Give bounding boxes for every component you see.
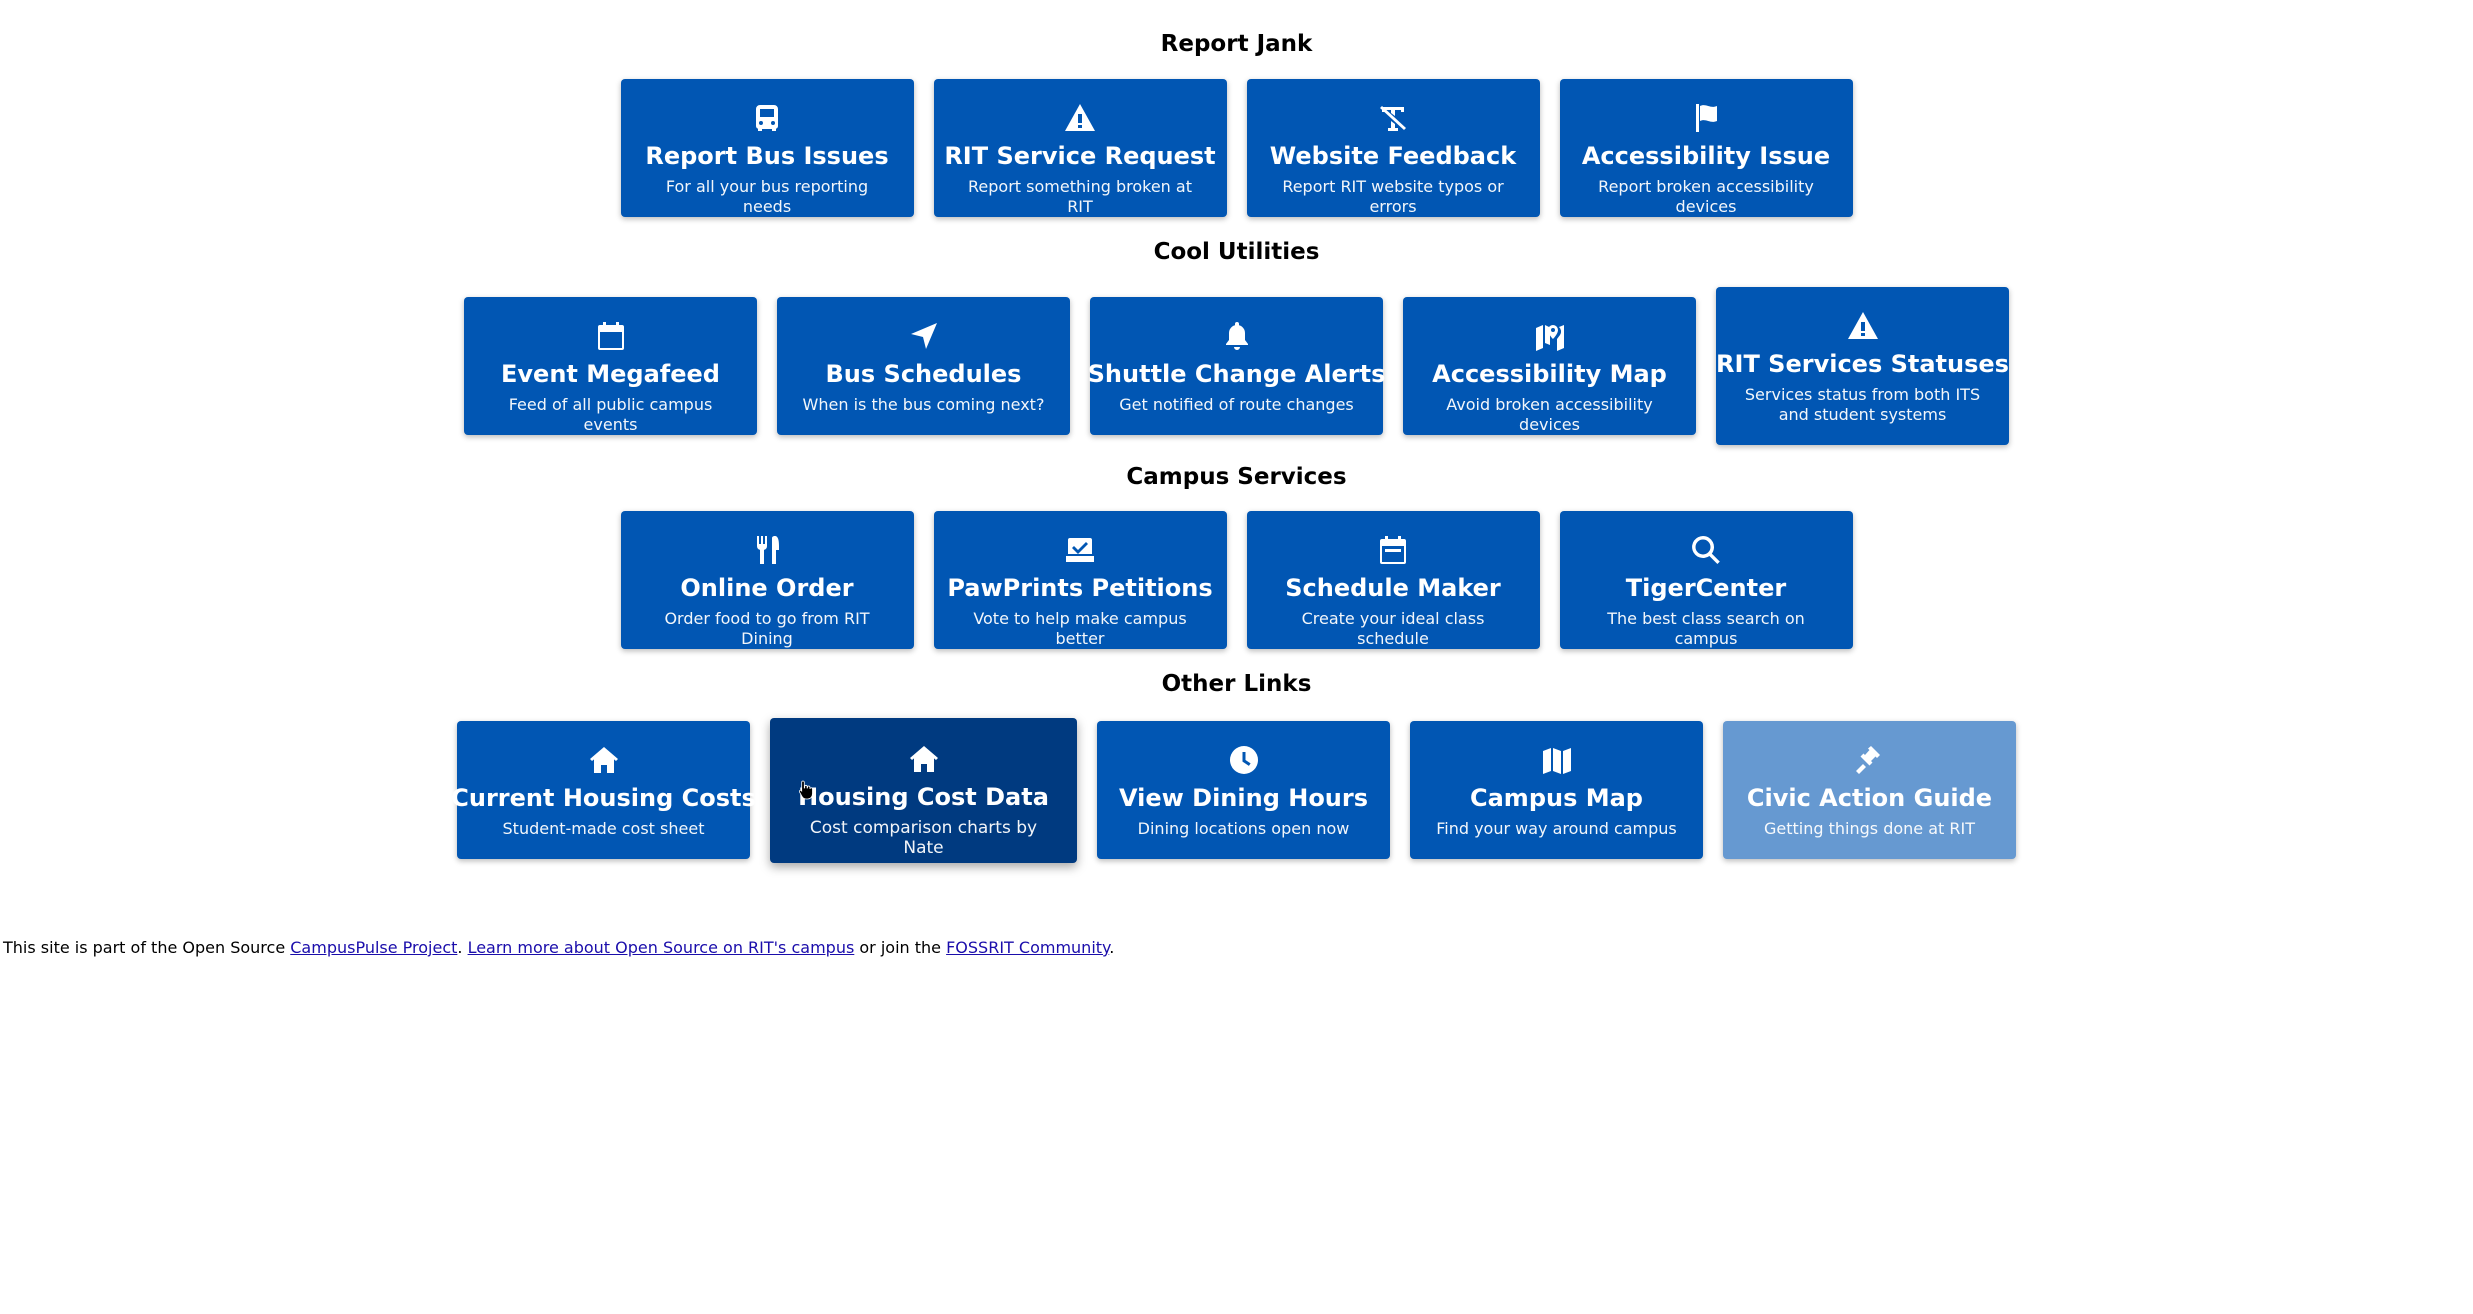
clock-icon (1226, 742, 1262, 778)
campus-services-row: Online Order Order food to go from RIT D… (0, 511, 2473, 649)
card-title: RIT Services Statuses (1716, 350, 2009, 378)
card-title: RIT Service Request (944, 142, 1216, 170)
card-subtitle: Avoid broken accessibility devices (1446, 395, 1653, 434)
search-icon (1688, 532, 1724, 568)
card-subtitle: For all your bus reporting needs (665, 177, 869, 216)
card-title: Campus Map (1470, 784, 1643, 812)
section-title: Campus Services (1126, 464, 1347, 490)
flag-icon (1688, 100, 1724, 136)
section-other-links: Other Links (0, 669, 2473, 699)
house-icon (586, 742, 622, 778)
gavel-icon (1852, 742, 1888, 778)
card-subtitle: Services status from both ITS and studen… (1744, 385, 1981, 424)
card-title: Housing Cost Data (798, 782, 1049, 811)
fossrit-community-link[interactable]: FOSSRIT Community (946, 938, 1110, 957)
section-cool-utilities: Cool Utilities (0, 237, 2473, 267)
rit-service-request-card[interactable]: RIT Service Request Report something bro… (933, 79, 1227, 217)
housing-cost-data-card[interactable]: Housing Cost Data Cost comparison charts… (770, 717, 1077, 863)
card-subtitle: Find your way around campus (1436, 819, 1677, 838)
card-title: TigerCenter (1625, 574, 1787, 602)
card-title: Accessibility Issue (1581, 142, 1831, 170)
calendar-icon (593, 318, 629, 354)
footer-separator: . (457, 938, 468, 957)
view-dining-hours-card[interactable]: View Dining Hours Dining locations open … (1097, 721, 1390, 859)
pawprints-petitions-card[interactable]: PawPrints Petitions Vote to help make ca… (933, 511, 1227, 649)
hand-cursor-icon (799, 780, 813, 800)
tigercenter-card[interactable]: TigerCenter The best class search on cam… (1559, 511, 1853, 649)
warning-icon (1845, 308, 1881, 344)
card-title: Website Feedback (1269, 142, 1517, 170)
section-title: Cool Utilities (1153, 239, 1320, 265)
text-slash-icon (1375, 100, 1411, 136)
bus-schedules-card[interactable]: Bus Schedules When is the bus coming nex… (777, 297, 1070, 435)
open-source-at-rit-link[interactable]: Learn more about Open Source on RIT's ca… (467, 938, 855, 957)
campus-map-card[interactable]: Campus Map Find your way around campus (1410, 721, 1703, 859)
card-title: Report Bus Issues (645, 142, 889, 170)
card-title: Accessibility Map (1432, 360, 1667, 388)
section-title: Other Links (1161, 671, 1312, 697)
card-subtitle: Student-made cost sheet (502, 819, 705, 838)
shuttle-change-alerts-card[interactable]: Shuttle Change Alerts Get notified of ro… (1087, 297, 1386, 435)
card-subtitle: Create your ideal class schedule (1301, 609, 1485, 648)
card-title: Event Megafeed (501, 360, 720, 388)
house-icon (906, 741, 942, 777)
footer-join-text: or join the (854, 938, 947, 957)
card-title: Schedule Maker (1285, 574, 1501, 602)
card-title: Bus Schedules (825, 360, 1022, 388)
report-jank-row: Report Bus Issues For all your bus repor… (0, 79, 2473, 217)
vote-box-icon (1062, 532, 1098, 568)
accessibility-issue-card[interactable]: Accessibility Issue Report broken access… (1559, 79, 1853, 217)
accessibility-map-card[interactable]: Accessibility Map Avoid broken accessibi… (1403, 297, 1696, 435)
card-subtitle: Cost comparison charts by Nate (809, 817, 1038, 858)
location-arrow-icon (906, 318, 942, 354)
footer-prefix: This site is part of the Open Source (3, 938, 291, 957)
other-links-row: Current Housing Costs Student-made cost … (0, 715, 2473, 865)
card-title: Current Housing Costs (451, 784, 756, 812)
civic-action-guide-card[interactable]: Civic Action Guide Getting things done a… (1723, 721, 2016, 859)
map-icon (1539, 742, 1575, 778)
utensils-icon (749, 532, 785, 568)
map-location-icon (1532, 318, 1568, 354)
section-campus-services: Campus Services (0, 462, 2473, 492)
card-subtitle: Report RIT website typos or errors (1282, 177, 1504, 216)
cool-utilities-row: Event Megafeed Feed of all public campus… (0, 287, 2473, 445)
card-subtitle: Getting things done at RIT (1764, 819, 1975, 838)
card-title: Shuttle Change Alerts (1087, 360, 1386, 388)
section-report-jank: Report Jank (0, 29, 2473, 59)
section-title: Report Jank (1160, 31, 1313, 57)
footer-suffix: . (1109, 938, 1115, 957)
card-subtitle: The best class search on campus (1607, 609, 1805, 648)
card-subtitle: Feed of all public campus events (508, 395, 713, 434)
website-feedback-card[interactable]: Website Feedback Report RIT website typo… (1246, 79, 1540, 217)
card-subtitle: Report broken accessibility devices (1598, 177, 1814, 216)
footer: This site is part of the Open Source Cam… (3, 938, 1114, 957)
warning-icon (1062, 100, 1098, 136)
calendar-icon (1375, 532, 1411, 568)
card-subtitle: Get notified of route changes (1119, 395, 1354, 414)
card-subtitle: Report something broken at RIT (968, 177, 1192, 216)
rit-services-statuses-card[interactable]: RIT Services Statuses Services status fr… (1716, 287, 2009, 445)
card-title: PawPrints Petitions (947, 574, 1213, 602)
bus-icon (749, 100, 785, 136)
card-title: Online Order (680, 574, 854, 602)
card-subtitle: Vote to help make campus better (973, 609, 1187, 648)
event-megafeed-card[interactable]: Event Megafeed Feed of all public campus… (464, 297, 757, 435)
card-subtitle: Order food to go from RIT Dining (664, 609, 870, 648)
card-title: Civic Action Guide (1746, 784, 1993, 812)
card-subtitle: Dining locations open now (1137, 819, 1350, 838)
campuspulse-project-link[interactable]: CampusPulse Project (290, 938, 458, 957)
online-order-card[interactable]: Online Order Order food to go from RIT D… (620, 511, 914, 649)
report-bus-issues-card[interactable]: Report Bus Issues For all your bus repor… (620, 79, 914, 217)
card-subtitle: When is the bus coming next? (802, 395, 1045, 414)
bell-icon (1219, 318, 1255, 354)
card-title: View Dining Hours (1118, 784, 1369, 812)
schedule-maker-card[interactable]: Schedule Maker Create your ideal class s… (1246, 511, 1540, 649)
current-housing-costs-card[interactable]: Current Housing Costs Student-made cost … (451, 721, 756, 859)
